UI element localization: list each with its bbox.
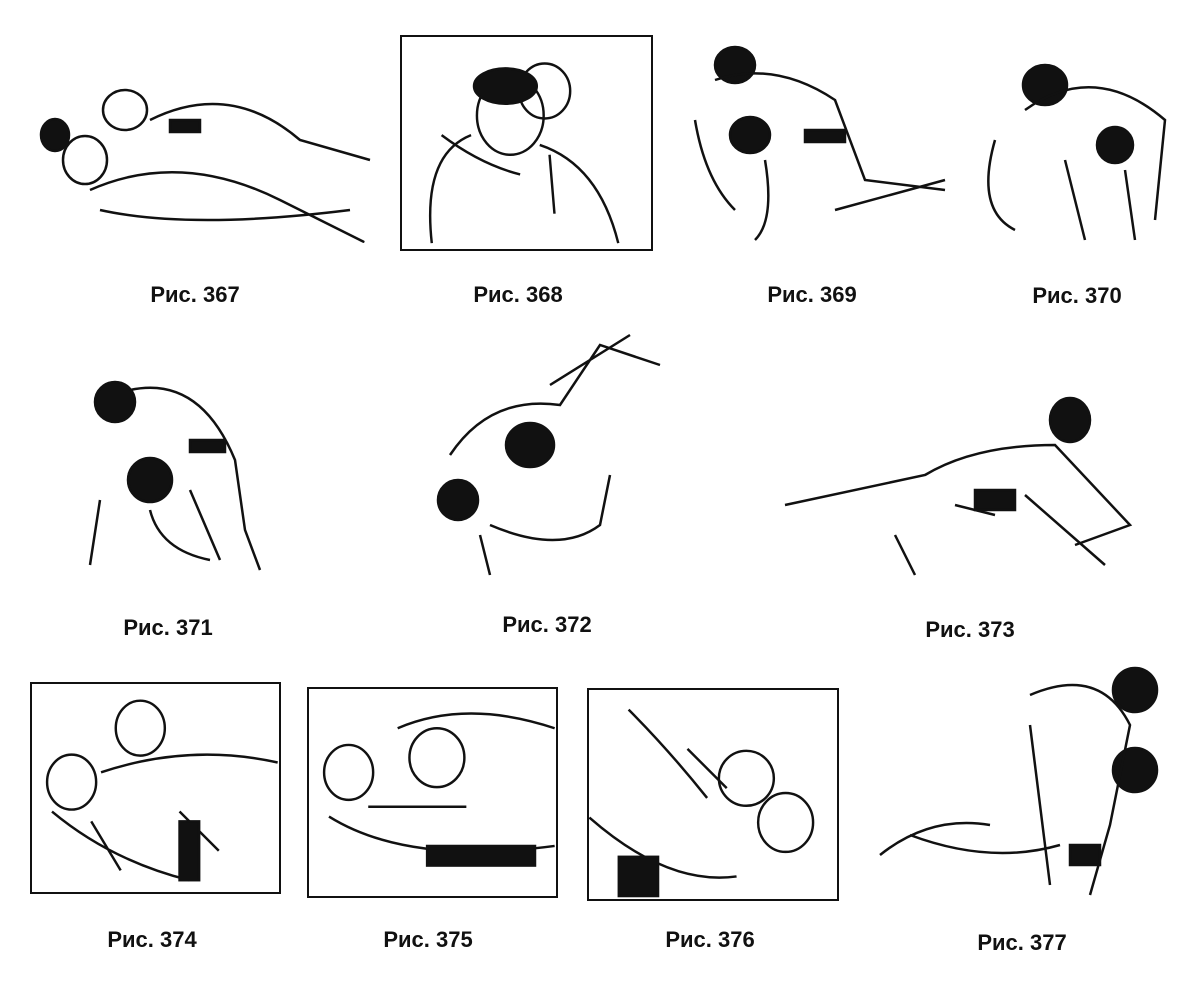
figure-caption-374: Рис. 374	[107, 927, 197, 952]
figure-370-illustration	[975, 60, 1180, 250]
figure-caption-368: Рис. 368	[473, 282, 563, 307]
figure-caption-370: Рис. 370	[1032, 283, 1122, 308]
figure-373-illustration	[775, 395, 1140, 580]
figure-369-illustration	[675, 40, 960, 250]
figure-caption-371: Рис. 371	[123, 615, 213, 640]
figure-374-illustration	[30, 682, 281, 894]
figure-375-illustration	[307, 687, 558, 898]
figure-372-illustration	[430, 325, 665, 585]
figure-caption-372: Рис. 372	[502, 612, 592, 637]
figure-caption-367: Рис. 367	[150, 282, 240, 307]
figure-368-illustration	[400, 35, 653, 251]
figure-371-illustration	[70, 380, 270, 580]
figure-caption-377: Рис. 377	[977, 930, 1067, 955]
figure-367-illustration	[30, 60, 380, 250]
figure-caption-376: Рис. 376	[665, 927, 755, 952]
figure-caption-375: Рис. 375	[383, 927, 473, 952]
figure-caption-373: Рис. 373	[925, 617, 1015, 642]
figure-caption-369: Рис. 369	[767, 282, 857, 307]
figure-377-illustration	[870, 665, 1175, 905]
figure-376-illustration	[587, 688, 839, 901]
